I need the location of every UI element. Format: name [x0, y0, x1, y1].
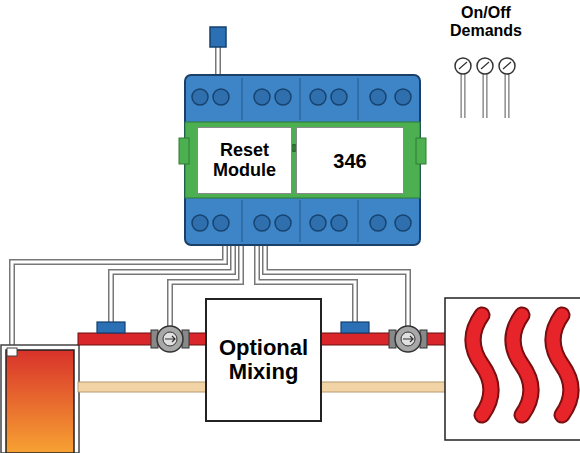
knockout: [275, 89, 291, 105]
node-text: 346: [329, 150, 370, 172]
knockout: [310, 89, 326, 105]
pump-impeller: [163, 332, 177, 346]
wire-outline: [483, 74, 488, 118]
control-panel: 346: [296, 127, 404, 194]
heating-load: [445, 298, 580, 440]
pump-impeller: [401, 332, 415, 346]
knockout: [395, 89, 411, 105]
knockout: [370, 215, 386, 231]
pump-arrow: [165, 336, 175, 342]
knockout: [370, 89, 386, 105]
boiler-terminal: [7, 348, 17, 356]
knockout: [192, 215, 208, 231]
knockout: [395, 215, 411, 231]
radiator-tube-outline: [553, 315, 571, 415]
mixing-box: Optional Mixing: [205, 298, 322, 422]
radiator-tube: [513, 315, 531, 415]
circulator-pump: [395, 326, 421, 352]
wire: [484, 74, 487, 118]
knockout: [254, 215, 270, 231]
knockout: [213, 215, 229, 231]
knockout: [254, 89, 270, 105]
mounting-tab: [179, 138, 189, 164]
outdoor-sensor: [210, 27, 226, 47]
module-panel: Reset Module: [197, 127, 292, 194]
radiator-tube: [553, 315, 571, 415]
node-text: Optional Mixing: [207, 336, 320, 384]
wire: [462, 74, 465, 118]
radiator-tube: [473, 315, 491, 415]
node-text: Reset Module: [198, 141, 291, 181]
control-housing: [185, 75, 420, 245]
boiler-jacket: [1, 345, 79, 453]
radiator-tube-outline: [473, 315, 491, 415]
return-pipe: [321, 382, 446, 392]
knockout: [192, 89, 208, 105]
knockout: [331, 215, 347, 231]
radiator-tube-outline: [513, 315, 531, 415]
return-pipe: [78, 382, 206, 392]
temperature-sensor: [341, 322, 369, 333]
demand-label: On/Off Demands: [444, 4, 528, 41]
wire-outline: [505, 74, 510, 118]
wire-outline: [461, 74, 466, 118]
thermostat-needle: [459, 62, 511, 69]
circulator-pump: [157, 326, 183, 352]
pump-arrow: [403, 336, 413, 342]
boiler: [6, 350, 74, 453]
wire-outline: [12, 245, 225, 350]
wire: [506, 74, 509, 118]
knockout: [310, 215, 326, 231]
knockout: [213, 89, 229, 105]
knockout: [275, 215, 291, 231]
knockout: [331, 89, 347, 105]
mounting-tab: [416, 138, 426, 164]
wire: [12, 245, 225, 350]
temperature-sensor: [97, 322, 125, 333]
terminal-band: [185, 122, 420, 198]
